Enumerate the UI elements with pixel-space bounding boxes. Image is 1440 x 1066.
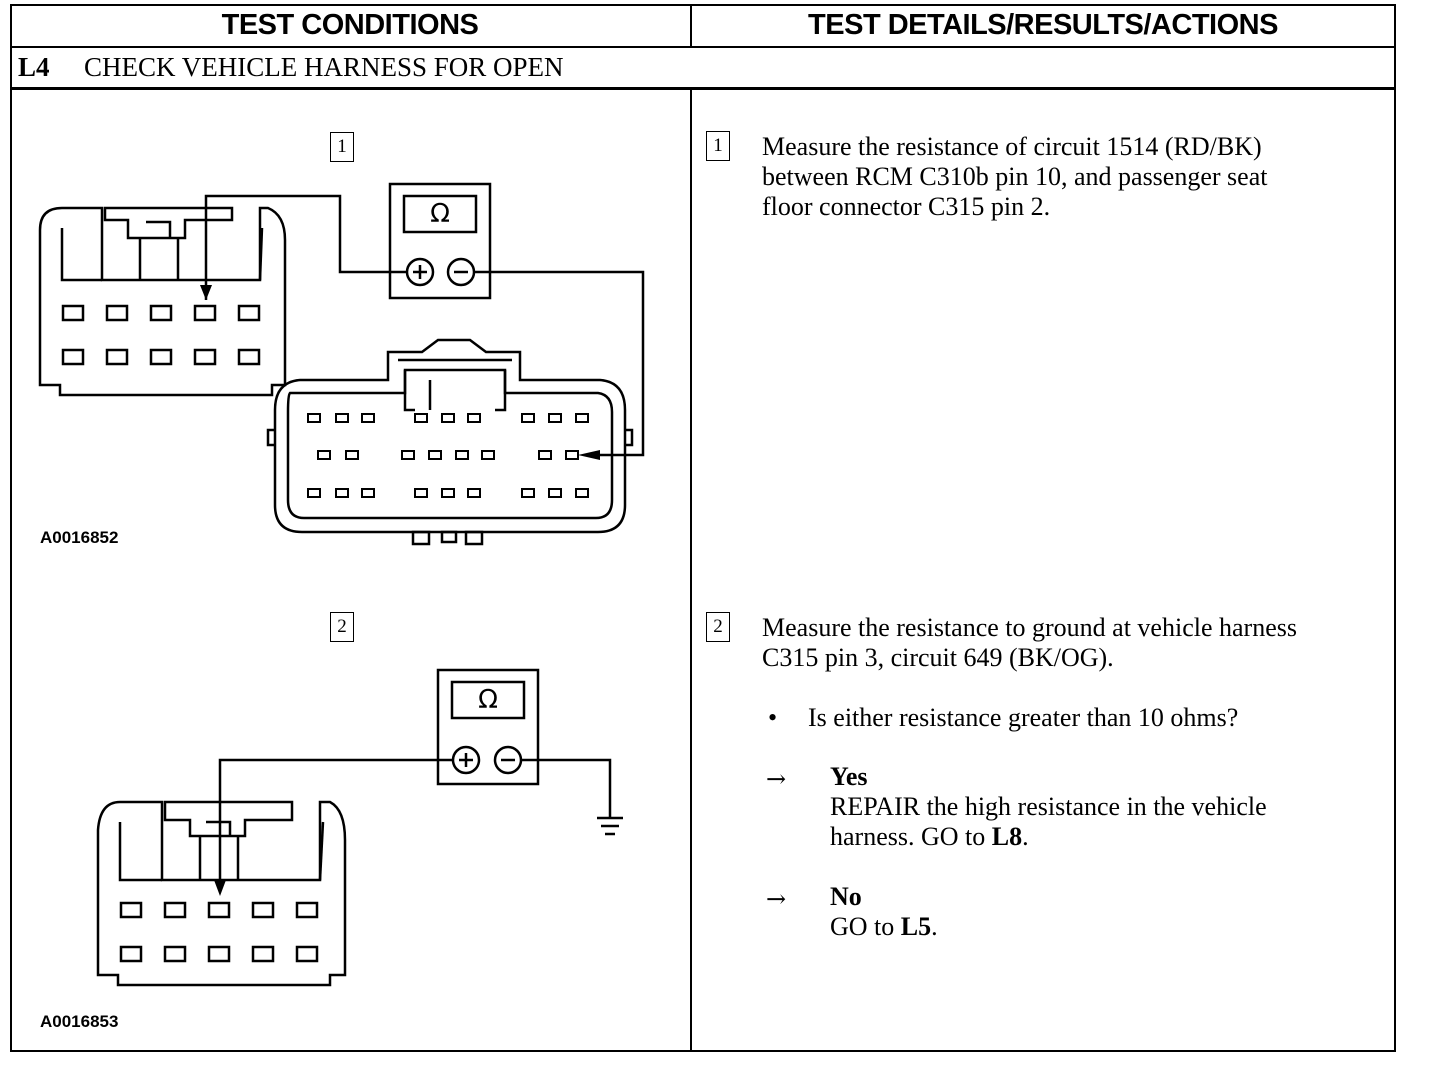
no-result: No GO to L5. [830, 882, 938, 942]
yes-result: Yes REPAIR the high resistance in the ve… [830, 762, 1267, 852]
procedure-table [10, 4, 1396, 1052]
detail-1-line: floor connector C315 pin 2. [762, 192, 1051, 221]
detail-1-line: Measure the resistance of circuit 1514 (… [762, 132, 1262, 161]
column-divider [690, 90, 692, 1052]
yes-action-text: harness. GO to [830, 822, 992, 851]
detail-2-line: Measure the resistance to ground at vehi… [762, 613, 1297, 642]
yes-action-line: REPAIR the high resistance in the vehicl… [830, 792, 1267, 821]
figure-id-1: A0016852 [40, 528, 119, 547]
detail-2-line: C315 pin 3, circuit 649 (BK/OG). [762, 643, 1114, 672]
ohm-symbol-1: Ω [430, 199, 450, 229]
yes-action-end: . [1022, 822, 1029, 851]
link-l8[interactable]: L8 [991, 822, 1023, 851]
detail-2-number: 2 [706, 612, 730, 642]
arrow-right-icon: → [766, 765, 787, 793]
table-header-row: TEST CONDITIONS TEST DETAILS/RESULTS/ACT… [10, 4, 1396, 48]
yes-label: Yes [830, 762, 868, 791]
header-test-conditions: TEST CONDITIONS [10, 4, 692, 46]
condition-1-number: 1 [330, 132, 354, 162]
detail-1-text: Measure the resistance of circuit 1514 (… [762, 132, 1267, 222]
figure-id-2: A0016853 [40, 1012, 119, 1031]
ohm-symbol-2: Ω [478, 685, 498, 715]
step-title: CHECK VEHICLE HARNESS FOR OPEN [84, 52, 564, 82]
no-action-line: GO to L5. [830, 912, 938, 942]
detail-2-text: Measure the resistance to ground at vehi… [762, 613, 1297, 673]
no-action-end: . [931, 912, 938, 941]
step-title-row: L4 CHECK VEHICLE HARNESS FOR OPEN [10, 48, 1396, 90]
question-text: Is either resistance greater than 10 ohm… [808, 703, 1239, 732]
arrow-right-icon: → [766, 885, 787, 913]
condition-2-number: 2 [330, 612, 354, 642]
detail-1-line: between RCM C310b pin 10, and passenger … [762, 162, 1268, 191]
bullet-icon: • [768, 703, 778, 732]
no-label: No [830, 882, 862, 911]
yes-action-line: harness. GO to L8. [830, 822, 1267, 852]
header-test-details: TEST DETAILS/RESULTS/ACTIONS [808, 8, 1278, 41]
detail-1-number: 1 [706, 131, 730, 161]
step-id: L4 [18, 52, 50, 82]
link-l5[interactable]: L5 [900, 912, 932, 941]
no-action-text: GO to [830, 912, 901, 941]
